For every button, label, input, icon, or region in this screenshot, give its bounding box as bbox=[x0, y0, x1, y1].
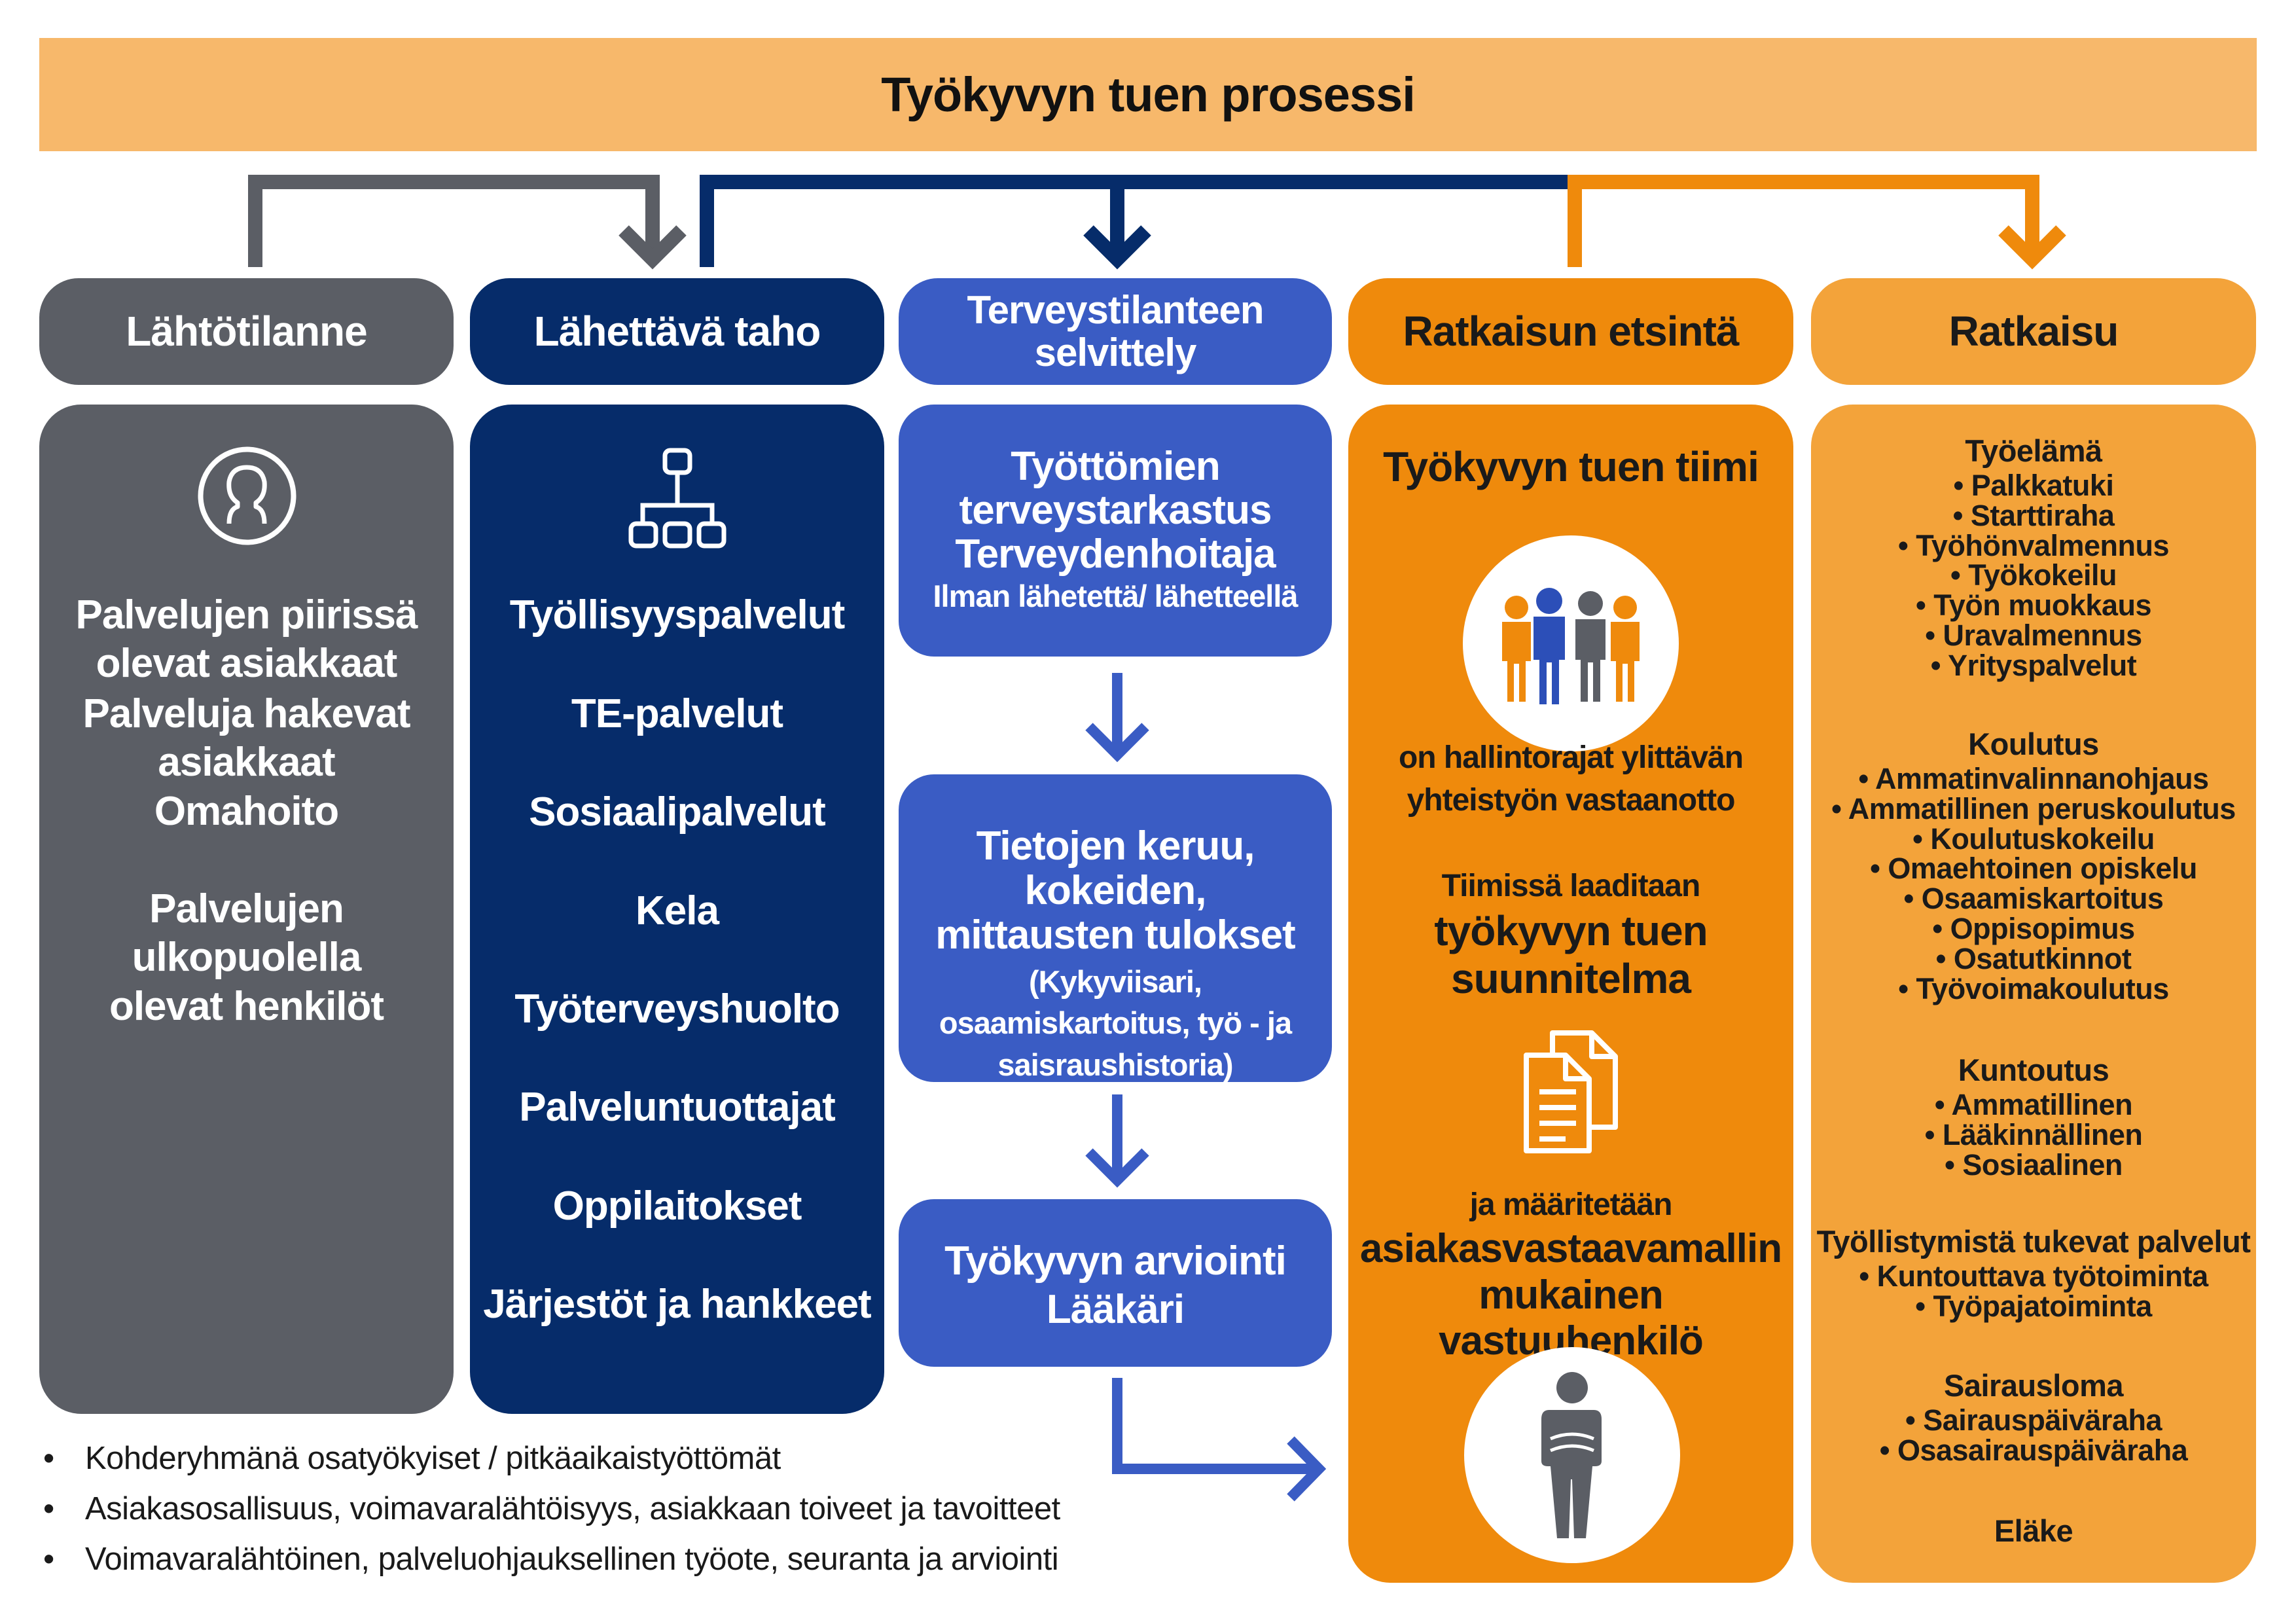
list-item: Kela bbox=[636, 888, 719, 933]
box-terveystarkastus: Työttömien terveystarkastus Terveydenhoi… bbox=[899, 405, 1332, 657]
group-sairausloma: Sairausloma • Sairauspäiväraha • Osasair… bbox=[1879, 1368, 2188, 1467]
navy-connector bbox=[700, 175, 1571, 270]
plan-intro: Tiimissä laaditaan bbox=[1441, 869, 1701, 903]
list-item: Sosiaalipalvelut bbox=[529, 789, 826, 835]
list-item: Palvelujen ulkopuolella olevat henkilöt bbox=[109, 886, 384, 1029]
notes-list: Kohderyhmänä osatyökyiset / pitkäaikaist… bbox=[41, 1434, 1153, 1585]
group-kuntoutus: Kuntoutus • Ammatillinen • Lääkinnälline… bbox=[1924, 1053, 2143, 1182]
list-item: Palveluja hakevat asiakkaat bbox=[82, 691, 411, 785]
blue-arrows bbox=[1085, 673, 1327, 1502]
column-ratkaisun-etsinta: Työkyvyn tuen tiimi on hallintorajat yli… bbox=[1348, 405, 1793, 1583]
page-title: Työkyvyn tuen prosessi bbox=[881, 67, 1416, 122]
list-item: TE-palvelut bbox=[571, 691, 783, 736]
list-item: Järjestöt ja hankkeet bbox=[483, 1282, 871, 1327]
responsibility-intro: ja määritetään bbox=[1469, 1187, 1673, 1222]
documents-icon bbox=[1524, 1030, 1618, 1153]
orange-connector bbox=[1568, 175, 2066, 270]
header-lahettava-taho: Lähettävä taho bbox=[470, 278, 884, 385]
column-lahtotilanne: Palvelujen piirissä olevat asiakkaat Pal… bbox=[39, 405, 454, 1414]
header-ratkaisu: Ratkaisu bbox=[1811, 278, 2256, 385]
group-elake: Eläke bbox=[1994, 1513, 2073, 1548]
box-tyokyvyn-arviointi: Työkyvyn arviointi Lääkäri bbox=[899, 1199, 1332, 1367]
list-item: Palveluntuottajat bbox=[519, 1085, 836, 1130]
gray-connector bbox=[248, 175, 687, 270]
group-tyollistymista: Työllistymistä tukevat palvelut • Kuntou… bbox=[1816, 1224, 2251, 1323]
note-item: Voimavaralähtöinen, palveluohjaukselline… bbox=[41, 1534, 1153, 1585]
group-koulutus: Koulutus • Ammatinvalinnanohjaus • Ammat… bbox=[1831, 727, 2236, 1005]
box-tietojen-keruu: Tietojen keruu, kokeiden, mittausten tul… bbox=[899, 774, 1332, 1082]
person-standing-icon bbox=[1464, 1347, 1680, 1563]
list-item: Palvelujen piirissä olevat asiakkaat bbox=[75, 592, 418, 687]
person-icon bbox=[198, 446, 296, 545]
team-description: on hallintorajat ylittävän yhteistyön va… bbox=[1398, 740, 1744, 818]
header-ratkaisun-etsinta: Ratkaisun etsintä bbox=[1348, 278, 1793, 385]
header-lahtotilanne: Lähtötilanne bbox=[39, 278, 454, 385]
list-item: Oppilaitokset bbox=[552, 1183, 802, 1229]
note-item: Asiakasosallisuus, voimavaralähtöisyys, … bbox=[41, 1484, 1153, 1534]
note-item: Kohderyhmänä osatyökyiset / pitkäaikaist… bbox=[41, 1434, 1153, 1484]
team-icon bbox=[1463, 535, 1679, 751]
column-ratkaisu: Työelämä • Palkkatuki • Starttiraha • Ty… bbox=[1811, 405, 2256, 1583]
org-chart-icon bbox=[628, 448, 726, 549]
plan-title: työkyvyn tuen suunnitelma bbox=[1434, 907, 1708, 1002]
column-lahettava-taho: Työllisyyspalvelut TE-palvelut Sosiaalip… bbox=[470, 405, 884, 1414]
list-item: Omahoito bbox=[154, 789, 339, 834]
title-bar: Työkyvyn tuen prosessi bbox=[39, 38, 2257, 151]
team-title: Työkyvyn tuen tiimi bbox=[1383, 443, 1759, 490]
list-item: Työllisyyspalvelut bbox=[509, 592, 846, 638]
list-item: Työterveyshuolto bbox=[514, 986, 840, 1032]
responsibility-title: asiakasvastaavamallin mukainen vastuuhen… bbox=[1359, 1226, 1782, 1364]
header-terveystilanteen-selvittely: Terveystilanteen selvittely bbox=[899, 278, 1332, 385]
group-tyoelama: Työelämä • Palkkatuki • Starttiraha • Ty… bbox=[1898, 433, 2169, 683]
